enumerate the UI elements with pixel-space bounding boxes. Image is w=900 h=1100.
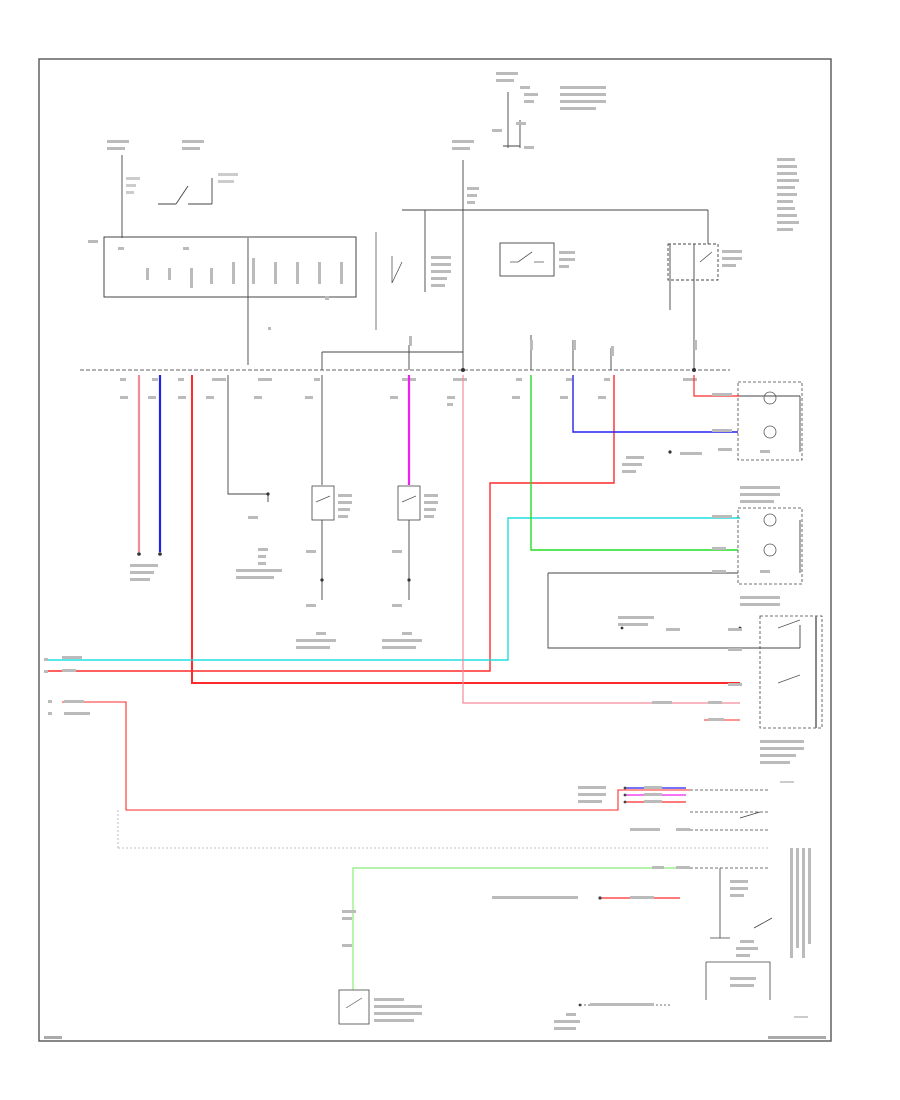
wire-green xyxy=(530,375,738,551)
left-edge-labels xyxy=(44,656,90,715)
junction-dots xyxy=(266,368,742,630)
top-left-labels xyxy=(107,140,238,194)
black-wires xyxy=(227,375,801,649)
wire-blue-right xyxy=(572,375,738,433)
relay-box-center xyxy=(499,242,575,277)
right-lamp-upper xyxy=(622,381,803,503)
connector-row-branches xyxy=(247,238,612,370)
wire-red-top-right xyxy=(693,375,740,397)
center-switch-right xyxy=(382,485,438,649)
right-switch-assembly xyxy=(618,615,823,783)
wire-cyan xyxy=(48,517,740,661)
connector-pin-labels xyxy=(120,336,697,406)
top-left-supply xyxy=(121,155,213,238)
diagram-frame xyxy=(38,58,832,1042)
bottom-sensor xyxy=(338,910,422,1025)
lower-connector-rows xyxy=(117,789,773,1000)
corner-mark xyxy=(44,1036,62,1039)
wire-red-lower xyxy=(62,701,690,811)
control-unit xyxy=(88,232,403,330)
center-ground-label xyxy=(236,516,282,579)
wire-red-main xyxy=(191,375,740,684)
right-lamp-lower xyxy=(712,507,803,606)
top-center-labels xyxy=(431,72,606,287)
left-bottom-connector xyxy=(130,552,162,581)
footer-mark xyxy=(768,1036,826,1039)
top-right-labels xyxy=(777,158,799,231)
lower-right-labels xyxy=(492,786,811,1018)
wire-pink-center xyxy=(462,375,740,704)
top-center-supply xyxy=(402,92,708,370)
relay-box-right xyxy=(667,210,742,370)
bottom-ground-row xyxy=(554,1003,670,1030)
wire-red-left xyxy=(48,375,615,672)
wire-light-green-lower xyxy=(352,867,690,990)
lower-right-stubs xyxy=(598,786,686,900)
center-switch-left xyxy=(296,485,352,649)
